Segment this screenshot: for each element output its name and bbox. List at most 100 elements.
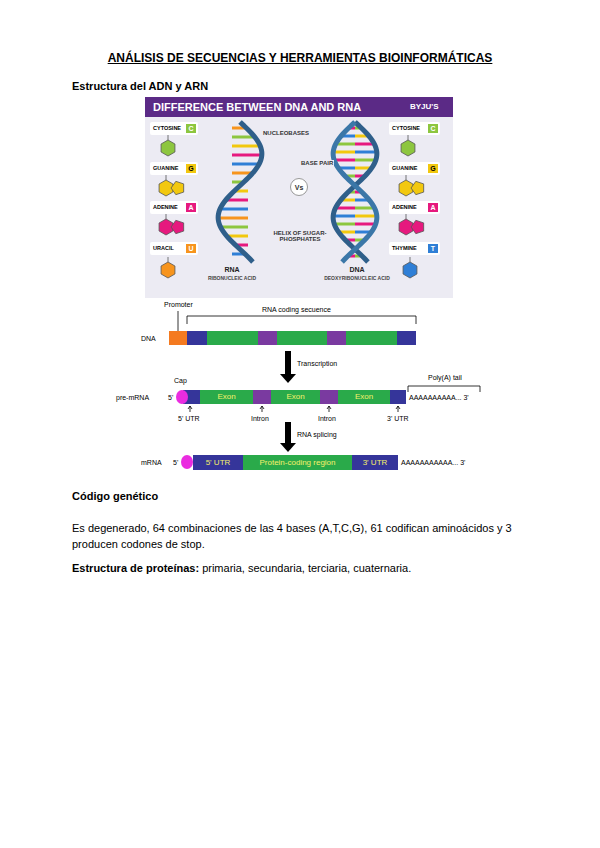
part-label: 5' UTR [178,415,200,422]
base-name: CYTOSINE [392,126,420,132]
base-letter: C [186,124,196,133]
base-pair-rung [333,151,355,154]
name-plate [389,162,440,175]
bond [406,214,407,219]
node-text: C [430,125,435,132]
section-heading: Código genético [72,491,158,502]
exon-box: Exon [271,390,320,404]
inline-text: primaria, secundaria, terciaria, cuatern… [202,563,411,574]
node-text: Exon [355,393,373,401]
row-label: pre-mRNA [116,394,149,401]
nucleobase-rung [232,154,262,157]
poly-a-label: AAAAAAAAAAA... 3' [401,459,465,466]
node-text: C [188,125,193,132]
pre-mrna-segment [390,390,406,404]
base-molecule [161,262,175,278]
exon-box: Exon [200,390,253,404]
node-text: A [188,204,193,211]
name-plate [150,122,198,135]
base-letter: T [428,244,438,253]
part-label: Intron [251,415,269,422]
part-label: RNA coding secuence [262,306,331,313]
part-label: Cap [174,377,187,384]
process-arrow [280,374,296,383]
dna-segment [277,331,327,345]
node-text: G [188,165,193,172]
end-label: 5' [173,459,178,466]
logo: BYJU'S [410,103,439,111]
part-label: Poly(A) tail [428,374,462,381]
base-name: THYMINE [392,246,417,252]
dna-segment [258,331,277,345]
process-label: RNA splicing [297,431,337,438]
poly-a-label: AAAAAAAAAA... 3' [409,394,469,401]
callout-label: HELIX OF SUGAR-PHOSPHATES [266,230,334,242]
process-arrow [280,443,296,452]
node-text: Exon [286,393,304,401]
base-pair-rung [355,151,377,154]
name-plate [150,162,198,175]
base-molecule [171,181,184,194]
bond [408,135,409,140]
node-text: A [430,204,435,211]
nucleobase-rung [232,145,260,148]
strand-name: DNA [348,266,365,273]
bond [410,257,411,262]
nucleobase-rung [220,208,248,211]
dna-segment [187,331,207,345]
base-molecule [171,220,184,233]
base-name: ADENINE [392,205,417,211]
node-text: Vs [295,184,304,191]
node-text: U [188,245,193,252]
name-plate [389,201,440,214]
sugar-phosphate-helix [218,122,262,262]
strand-subtitle: DEOXYRIBONUCLEIC ACID [323,276,391,281]
name-plate [150,201,198,214]
base-name: GUANINE [153,166,178,172]
dna-segment [169,331,187,345]
nucleobase-rung [232,163,259,166]
base-name: ADENINE [153,205,178,211]
inline-heading: Estructura de proteínas: [72,563,199,574]
strand-subtitle: RIBONUCLEIC ACID [207,276,257,281]
node-text: DIFFERENCE BETWEEN DNA AND RNA [153,102,361,113]
bond [166,175,167,180]
utr-segment: 5' UTR [193,455,243,470]
process-arrow [285,422,291,444]
pointer-arrow [260,406,264,412]
cap [181,455,193,469]
name-plate [389,122,440,135]
name-plate [150,242,198,255]
base-letter: G [428,164,438,173]
base-molecule [411,181,424,194]
base-molecule [161,140,175,156]
coding-bracket [187,316,416,324]
cap [176,390,188,404]
pre-mrna-segment [320,390,338,404]
pointer-arrow [327,406,331,412]
row-label: DNA [141,335,156,342]
bond [166,214,167,219]
name-plate [389,242,440,255]
node-text: 5' UTR [206,459,231,467]
bond [406,175,407,180]
part-label: Promoter [164,301,193,308]
row-label: mRNA [141,459,162,466]
end-label: 5' [168,394,173,401]
base-name: CYTOSINE [153,126,181,132]
pointer-arrow [188,406,192,412]
base-name: GUANINE [392,166,417,172]
sugar-phosphate-helix [333,122,377,262]
base-molecule [411,220,424,233]
base-letter: A [428,203,438,212]
part-label: Intron [318,415,336,422]
node-text: Protein-coding region [259,459,335,467]
utr-segment: 3' UTR [352,455,398,470]
base-letter: G [186,164,196,173]
base-molecule [403,262,417,278]
dna-segment [397,331,416,345]
base-letter: A [186,203,196,212]
dna-segment [207,331,258,345]
